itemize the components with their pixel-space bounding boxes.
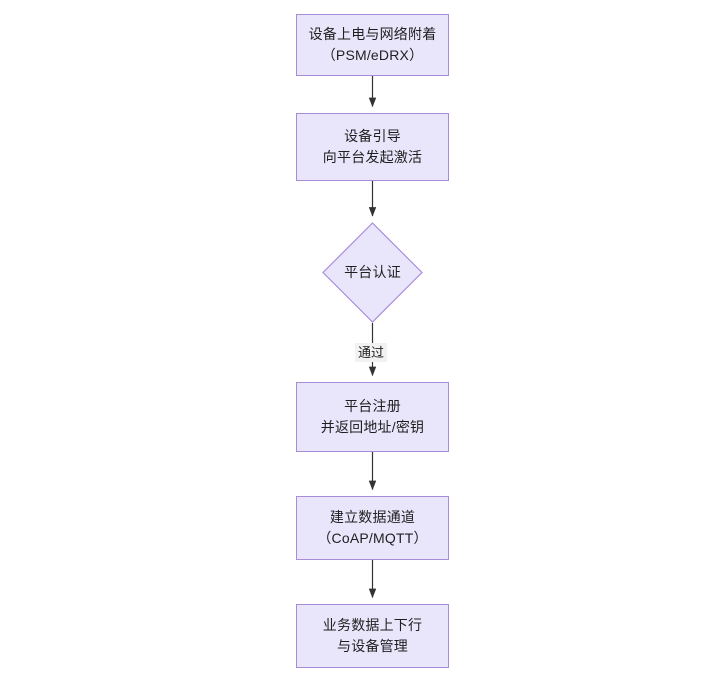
node-device-power-on[interactable]: 设备上电与网络附着 （PSM/eDRX）	[296, 14, 449, 76]
node-device-bootstrap-label: 设备引导 向平台发起激活	[322, 128, 423, 165]
node-platform-authentication[interactable]: 平台认证	[322, 222, 423, 323]
node-establish-data-channel-label: 建立数据通道 （CoAP/MQTT）	[317, 509, 428, 546]
node-platform-registration-label: 平台注册 并返回地址/密钥	[320, 398, 425, 435]
node-device-bootstrap[interactable]: 设备引导 向平台发起激活	[296, 113, 449, 181]
node-platform-registration[interactable]: 平台注册 并返回地址/密钥	[296, 382, 449, 452]
node-platform-authentication-label: 平台认证	[344, 264, 401, 280]
node-establish-data-channel[interactable]: 建立数据通道 （CoAP/MQTT）	[296, 496, 449, 560]
node-business-data-and-device-management[interactable]: 业务数据上下行 与设备管理	[296, 604, 449, 668]
edge-label-pass: 通过	[355, 343, 388, 362]
node-device-power-on-label: 设备上电与网络附着 （PSM/eDRX）	[308, 26, 437, 63]
diamond-shape	[322, 222, 423, 323]
edge-label-pass-text: 通过	[358, 345, 385, 360]
node-business-data-and-device-management-label: 业务数据上下行 与设备管理	[322, 617, 423, 654]
